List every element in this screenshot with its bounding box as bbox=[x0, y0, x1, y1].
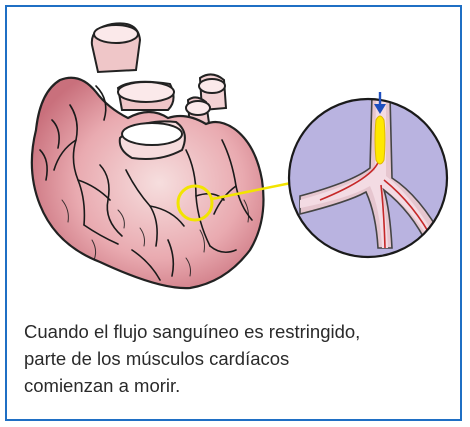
connector-line bbox=[211, 180, 297, 201]
heart-illustration bbox=[30, 22, 265, 290]
caption-line: parte de los músculos cardíacos bbox=[24, 348, 290, 369]
highlight-circle bbox=[176, 184, 214, 222]
caption-line: comienzan a morir. bbox=[24, 375, 181, 396]
blockage bbox=[374, 115, 386, 165]
caption: Cuando el flujo sanguíneo es restringido… bbox=[24, 318, 454, 399]
down-arrow-icon bbox=[374, 92, 386, 114]
artery-inset bbox=[287, 92, 449, 259]
caption-line: Cuando el flujo sanguíneo es restringido… bbox=[24, 321, 361, 342]
